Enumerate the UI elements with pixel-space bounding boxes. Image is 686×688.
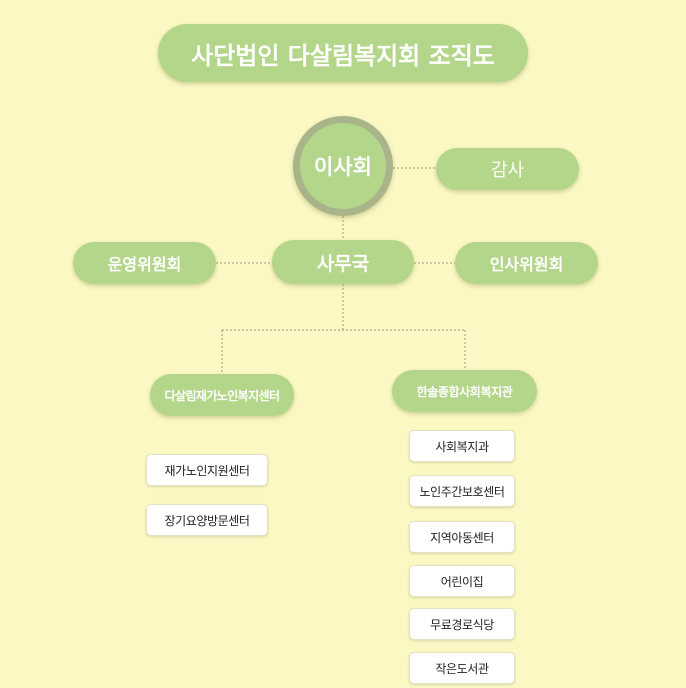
home-care-program-box: 재가노인지원센터 [146,454,268,486]
welfare-center-node: 한솔종합사회복지관 [392,370,537,412]
operations-committee-node: 운영위원회 [73,242,216,284]
home-care-center-node: 다살림재가노인복지센터 [150,374,294,416]
audit-node: 감사 [436,148,579,190]
welfare-program-box: 사회복지과 [409,430,515,462]
secretariat-node: 사무국 [272,240,414,284]
hr-committee-node: 인사위원회 [455,242,598,284]
welfare-program-box: 어린이집 [409,565,515,597]
welfare-program-box: 무료경로식당 [409,608,515,640]
welfare-program-box: 지역아동센터 [409,521,515,553]
home-care-program-box: 장기요양방문센터 [146,504,268,536]
welfare-program-box: 작은도서관 [409,652,515,684]
board-of-directors-node: 이사회 [293,116,393,216]
welfare-program-box: 노인주간보호센터 [409,475,515,507]
chart-title: 사단법인 다살림복지회 조직도 [158,24,528,82]
